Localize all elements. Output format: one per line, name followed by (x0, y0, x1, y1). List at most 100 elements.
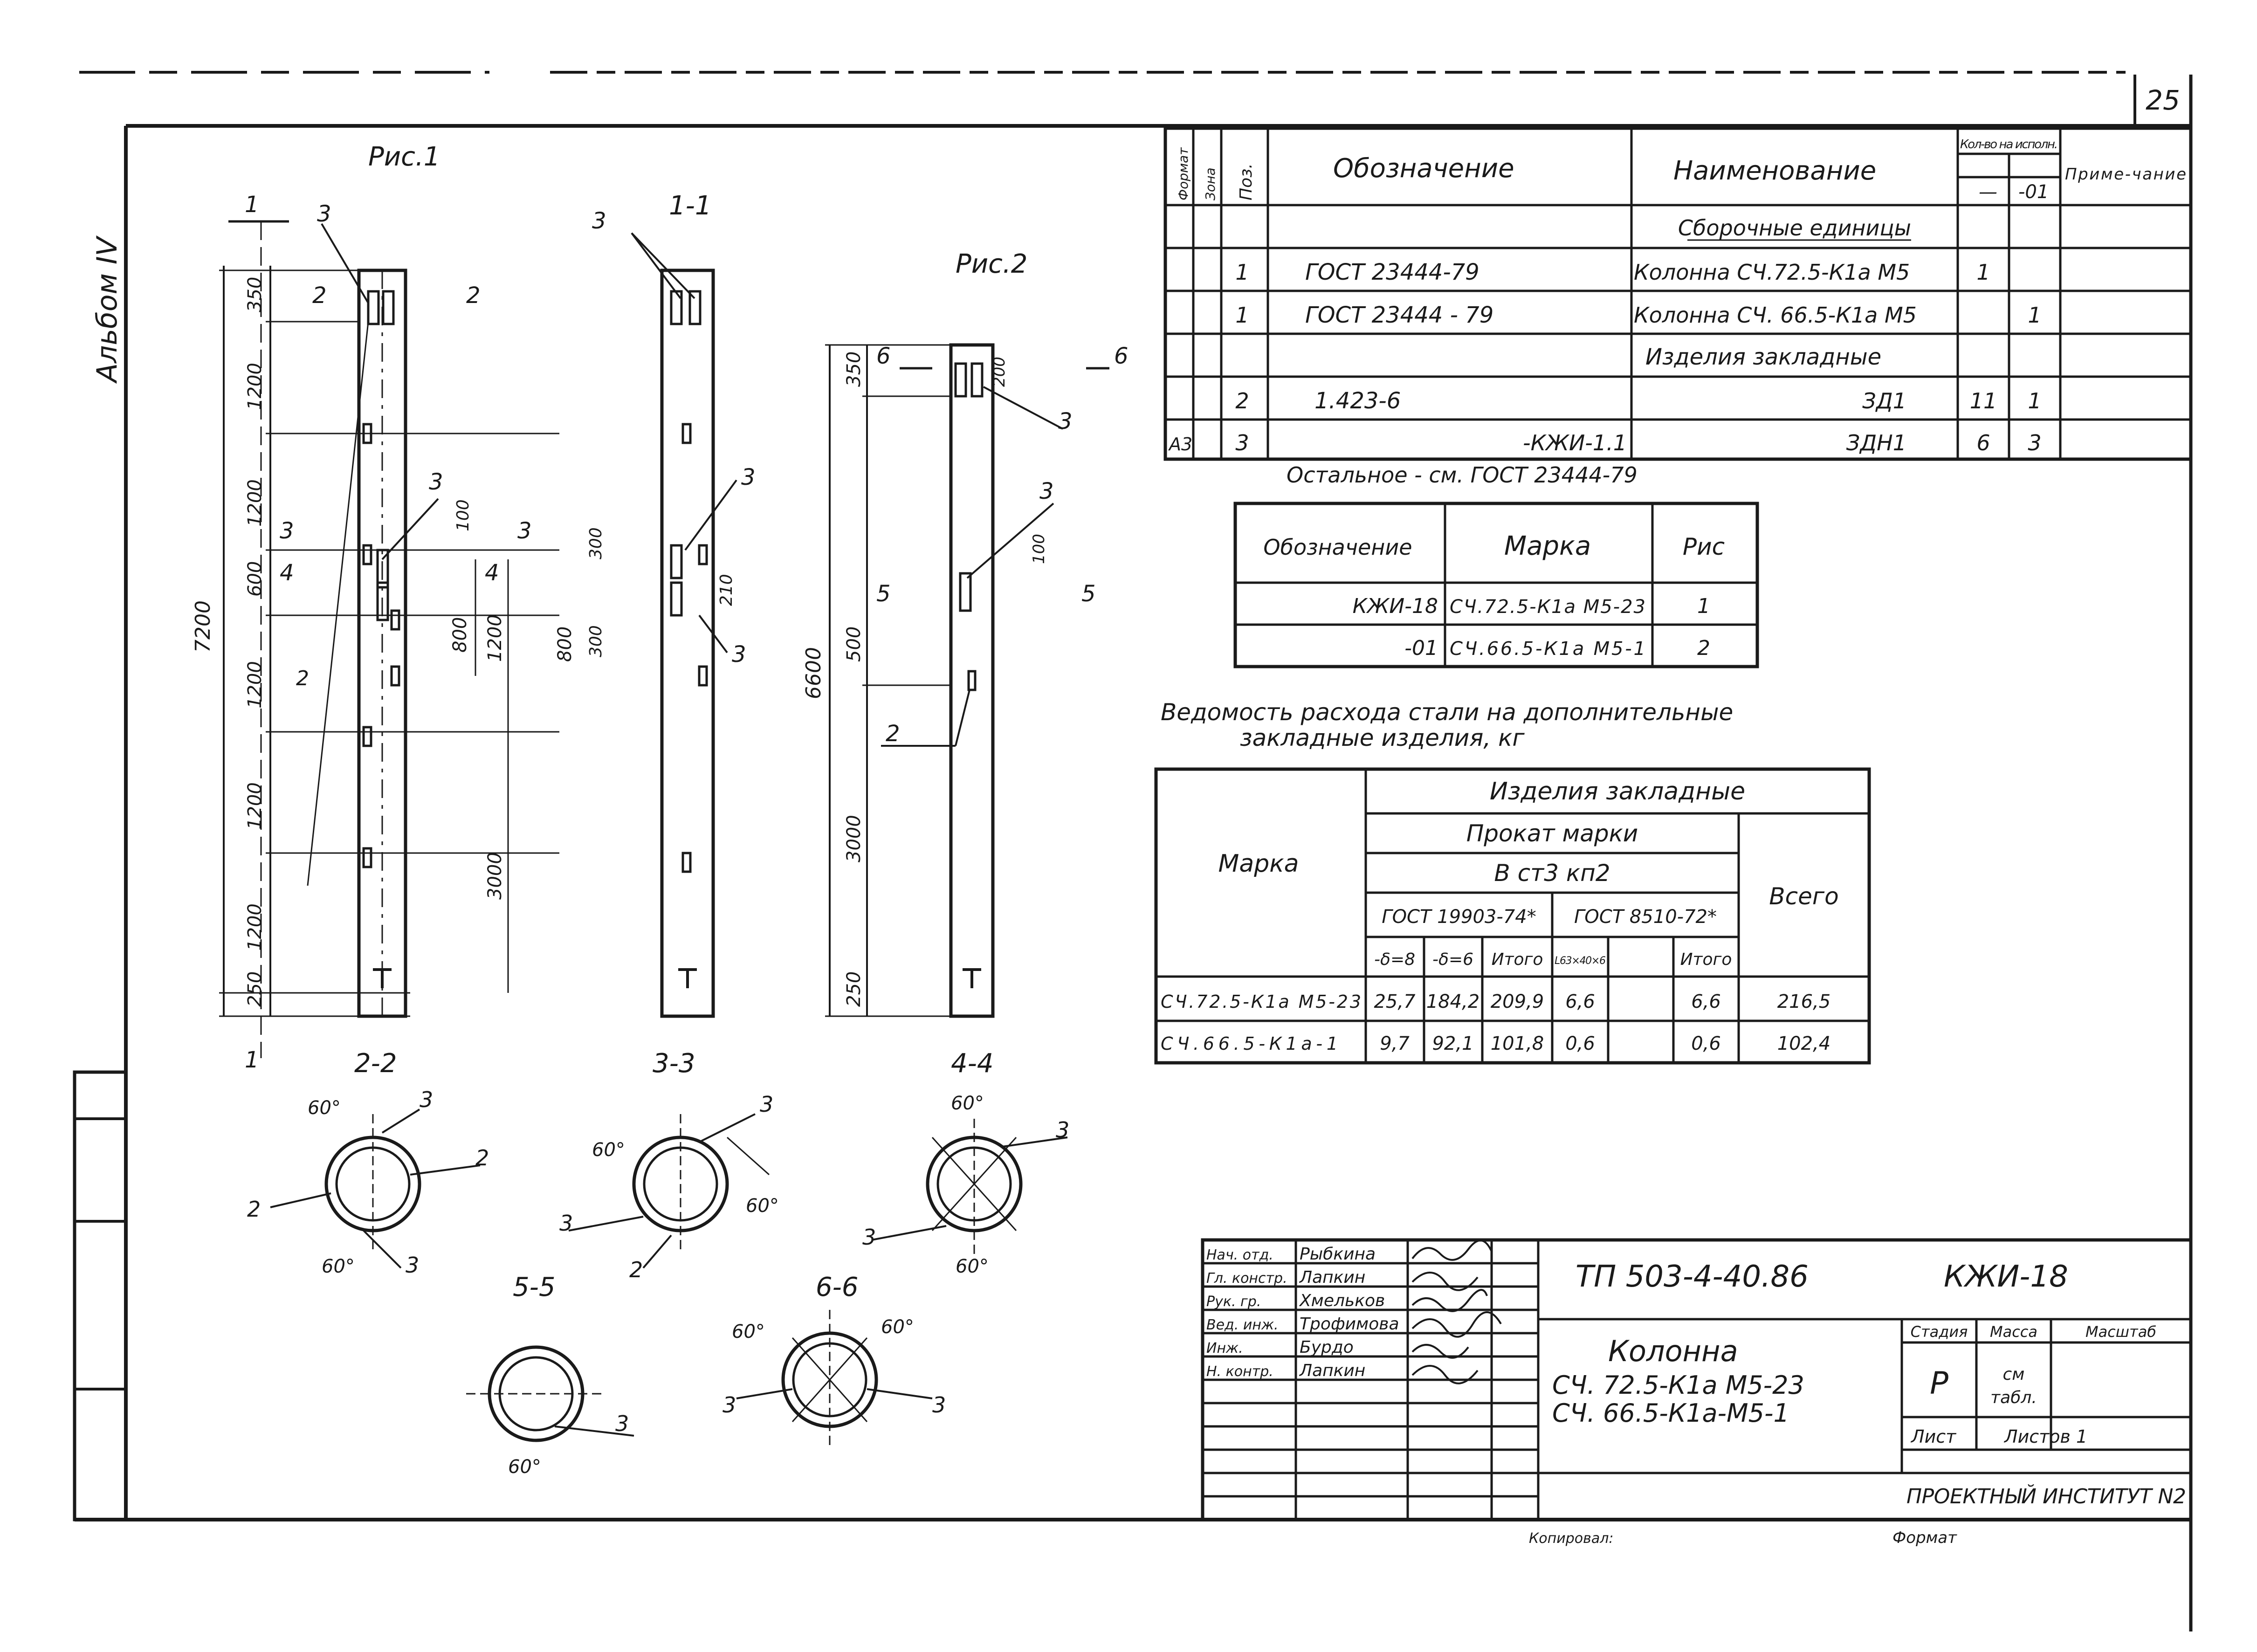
fig1-label: Рис.1 (368, 142, 440, 172)
marks-r0-mark: СЧ.72.5-К1а М5-23 (1450, 596, 1645, 618)
fig1-cut-2-left: 2 (312, 282, 327, 309)
tb-h-stage: Стадия (1911, 1323, 1968, 1341)
steel-h-d8: -δ=8 (1374, 950, 1415, 969)
steel-r1-c7: 102,4 (1777, 1033, 1831, 1054)
steel-r0-c6: 6,6 (1691, 991, 1721, 1012)
fig1-pos-2: 2 (296, 667, 309, 690)
section-2-2-label: 2-2 (354, 1048, 397, 1079)
staff-name-1: Лапкин (1299, 1268, 1365, 1287)
steel-r1-c2: 92,1 (1432, 1033, 1473, 1054)
steel-r1-c3: 101,8 (1491, 1033, 1544, 1054)
fig2-dim-350: 350 (843, 351, 865, 387)
section-4-4-pos-3b: 3 (862, 1225, 876, 1250)
steel-h-rolled: Прокат марки (1466, 820, 1638, 847)
section-2-2-angle-b: 60° (322, 1256, 355, 1277)
steel-h-d6: -δ=6 (1432, 950, 1473, 969)
steel-r1-c4: 0,6 (1565, 1033, 1595, 1054)
marks-h-mark: Марка (1504, 531, 1591, 561)
spec-h-designation: Обозначение (1333, 153, 1514, 184)
section-2-2-angle-a: 60° (308, 1097, 341, 1119)
section-4-4-pos-3a: 3 (1056, 1117, 1069, 1143)
staff-role-5: Н. контр. (1206, 1363, 1273, 1380)
section-6-6-pos-3b: 3 (932, 1392, 946, 1418)
title-line-1: Колонна (1608, 1334, 1738, 1368)
spec-r3-name: Изделия закладные (1645, 344, 1881, 370)
fig2-dim-250: 250 (843, 971, 865, 1007)
title-line-2: СЧ. 72.5-К1а М5-23 (1552, 1370, 1804, 1400)
spec-r2-q2: 1 (2028, 303, 2041, 328)
page-number: 25 (2146, 84, 2180, 116)
section-6-6: 6-6 3 3 60° 60° (723, 1272, 946, 1450)
section-1-1-dim-210: 210 (717, 574, 736, 606)
title-block: Нач. отд. Рыбкина Гл. констр. Лапкин Рук… (1201, 1238, 2193, 1547)
spec-r4-pos: 2 (1235, 388, 1249, 413)
steel-h-angle: L63×40×6 (1555, 955, 1606, 967)
marks-r1-designation: -01 (1404, 636, 1438, 660)
fig1-dim-1200-e: 1200 (244, 903, 266, 951)
spec-r4-q2: 1 (2028, 388, 2041, 413)
fig2-cut-6-right: 6 (1114, 343, 1128, 369)
section-1-1: 1-1 3 3 3 800 300 300 210 (554, 191, 756, 1018)
steel-h-mark: Марка (1218, 850, 1299, 878)
section-4-4-angle-a: 60° (951, 1093, 984, 1114)
section-1-1-pos-3-low: 3 (732, 641, 746, 668)
section-3-3-angle-a: 60° (592, 1139, 625, 1161)
spec-h-name: Наименование (1673, 156, 1876, 186)
fig1-cut-1-top: 1 (245, 192, 259, 218)
section-5-5-label: 5-5 (513, 1272, 555, 1302)
marks-r0-designation: КЖИ-18 (1353, 594, 1438, 618)
steel-h-steel: В ст3 кп2 (1494, 860, 1610, 887)
section-1-1-label: 1-1 (669, 191, 711, 221)
tb-mass-2: табл. (1990, 1388, 2037, 1407)
tb-h-sheet: Лист (1910, 1426, 1957, 1447)
section-5-5-angle: 60° (508, 1456, 541, 1478)
steel-h-total: Всего (1769, 883, 1838, 910)
fig2-pos-3-top: 3 (1058, 408, 1073, 434)
steel-r1-mark: СЧ.66.5-К1а-1 (1161, 1033, 1338, 1054)
section-5-5: 5-5 3 60° (466, 1272, 634, 1478)
spec-h-zone: Зона (1203, 167, 1218, 200)
spec-h-pos: Поз. (1237, 163, 1256, 200)
section-3-3: 3-3 3 3 2 60° 60° (559, 1048, 779, 1282)
section-3-3-angle-b: 60° (746, 1195, 779, 1217)
staff-name-4: Бурдо (1300, 1338, 1354, 1357)
staff-role-1: Гл. констр. (1206, 1270, 1287, 1287)
fig2-elevation: Рис.2 6600 350 500 3000 250 200 100 6 6 … (802, 249, 1128, 1018)
tb-format: Формат (1892, 1528, 1957, 1547)
fig1-pos-3-mid: 3 (429, 469, 443, 495)
steel-table: Ведомость расхода стали на дополнительны… (1154, 699, 1871, 1065)
staff-name-2: Хмельков (1299, 1291, 1385, 1310)
section-1-1-pos-3-mid: 3 (741, 464, 756, 490)
steel-title-1: Ведомость расхода стали на дополнительны… (1161, 699, 1733, 726)
steel-r1-c6: 0,6 (1691, 1033, 1721, 1054)
fig1-cut-2-right: 2 (466, 282, 481, 309)
section-1-1-dim-300: 300 (586, 527, 606, 559)
steel-r1-c1: 9,7 (1380, 1033, 1410, 1054)
fig1-dim-1200-c: 1200 (244, 661, 266, 709)
section-6-6-pos-3a: 3 (723, 1392, 736, 1418)
marks-h-fig: Рис (1683, 533, 1725, 560)
fig2-cut-6-left: 6 (876, 343, 891, 369)
steel-h-sub2: Итого (1680, 950, 1732, 969)
marks-r0-fig: 1 (1697, 594, 1710, 618)
fig1-cut-4-right: 4 (485, 560, 499, 586)
spec-r1-designation: ГОСТ 23444-79 (1305, 259, 1479, 285)
section-4-4-angle-b: 60° (956, 1256, 989, 1277)
steel-h-gost2: ГОСТ 8510-72* (1574, 906, 1717, 928)
steel-r0-c2: 184,2 (1426, 991, 1480, 1012)
section-6-6-angle-b: 60° (881, 1316, 914, 1338)
spec-note-below: Остальное - см. ГОСТ 23444-79 (1287, 462, 1638, 488)
fig2-pos-2: 2 (886, 721, 900, 747)
staff-role-2: Рук. гр. (1206, 1294, 1261, 1310)
spec-r1-name: Колонна СЧ.72.5-К1а М5 (1634, 260, 1910, 285)
section-1-1-dim-300-b: 300 (586, 625, 606, 657)
fig1-cut-1-bottom: 1 (245, 1047, 259, 1073)
spec-r5-pos: 3 (1235, 430, 1249, 455)
spec-r5-q1: 6 (1976, 430, 1990, 455)
staff-role-4: Инж. (1206, 1340, 1243, 1356)
spec-h-qty: Кол-во на исполн. (1960, 138, 2058, 151)
tb-org: ПРОЕКТНЫЙ ИНСТИТУТ N2 (1906, 1484, 2186, 1508)
fig2-cut-5-left: 5 (876, 581, 891, 607)
steel-h-sub1: Итого (1492, 950, 1543, 969)
spec-r0-name: Сборочные единицы (1678, 215, 1911, 241)
